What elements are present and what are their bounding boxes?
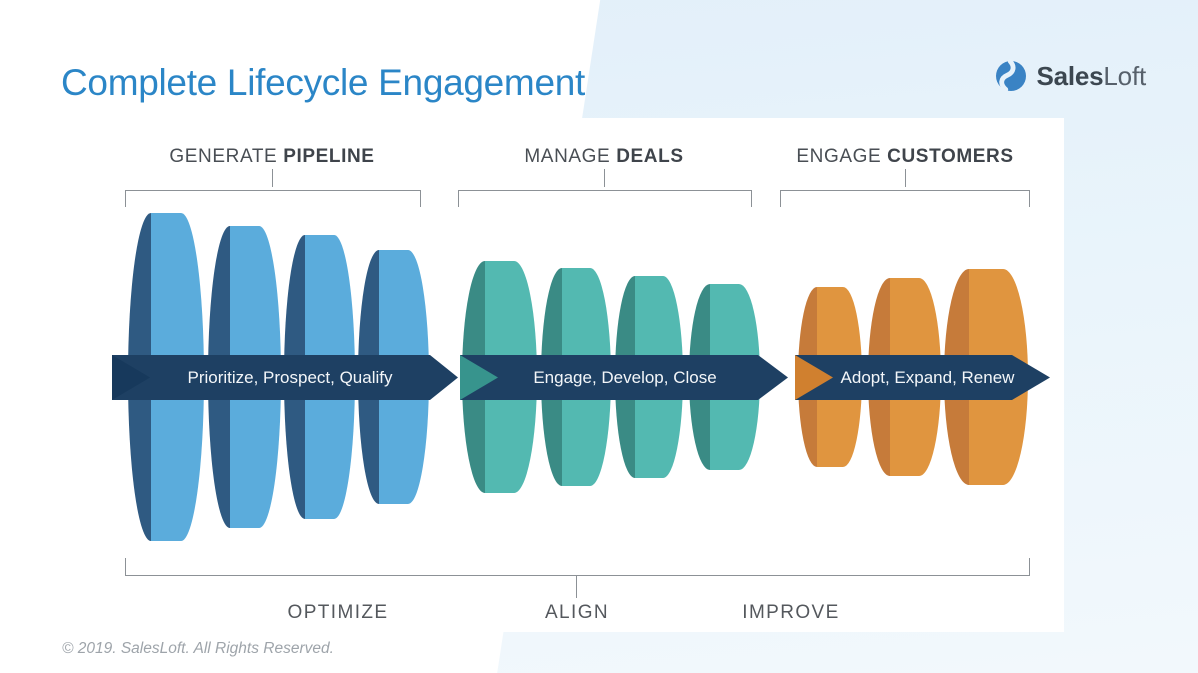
arrow-tip-generate-pipeline (430, 355, 458, 400)
heading-bold: CUSTOMERS (887, 146, 1014, 167)
group-heading-generate-pipeline: GENERATE PIPELINE (169, 146, 374, 168)
bottom-bracket-tick (576, 575, 577, 598)
heading-regular: ENGAGE (796, 146, 888, 167)
heading-bold: PIPELINE (283, 146, 375, 167)
arrow-generate-pipeline: Prioritize, Prospect, Qualify (112, 355, 458, 400)
group-heading-engage-customers: ENGAGE CUSTOMERS (796, 146, 1013, 168)
logo-word-loft: Loft (1103, 60, 1146, 91)
bottom-label-optimize: OPTIMIZE (287, 602, 389, 623)
arrow-label-engage-customers: Adopt, Expand, Renew (840, 367, 1015, 387)
heading-tick-generate-pipeline (272, 169, 273, 187)
heading-regular: MANAGE (524, 146, 617, 167)
top-bracket-engage-customers (780, 190, 1030, 207)
top-bracket-manage-deals (458, 190, 752, 207)
bottom-label-improve: IMPROVE (742, 602, 840, 623)
heading-regular: GENERATE (169, 146, 284, 167)
bottom-label-align: ALIGN (544, 602, 610, 623)
arrow-engage-customers: Adopt, Expand, Renew (795, 355, 1050, 400)
group-heading-manage-deals: MANAGE DEALS (524, 146, 683, 168)
arrow-tip-manage-deals (758, 355, 788, 400)
arrow-tip-engage-customers (1012, 355, 1050, 400)
heading-bold: DEALS (616, 146, 684, 167)
salesloft-swirl-icon (993, 58, 1029, 94)
copyright-footer: © 2019. SalesLoft. All Rights Reserved. (62, 640, 334, 657)
logo-wordmark: SalesLoft (1036, 61, 1146, 92)
heading-tick-engage-customers (905, 169, 906, 187)
top-bracket-generate-pipeline (125, 190, 421, 207)
logo-word-sales: Sales (1036, 60, 1104, 91)
arrow-label-generate-pipeline: Prioritize, Prospect, Qualify (187, 367, 393, 387)
arrow-label-manage-deals: Engage, Develop, Close (533, 367, 717, 387)
page-title: Complete Lifecycle Engagement (61, 62, 585, 103)
heading-tick-manage-deals (604, 169, 605, 187)
bottom-bracket (125, 558, 1030, 576)
arrow-manage-deals: Engage, Develop, Close (460, 355, 788, 400)
salesloft-logo: SalesLoft (993, 58, 1146, 94)
